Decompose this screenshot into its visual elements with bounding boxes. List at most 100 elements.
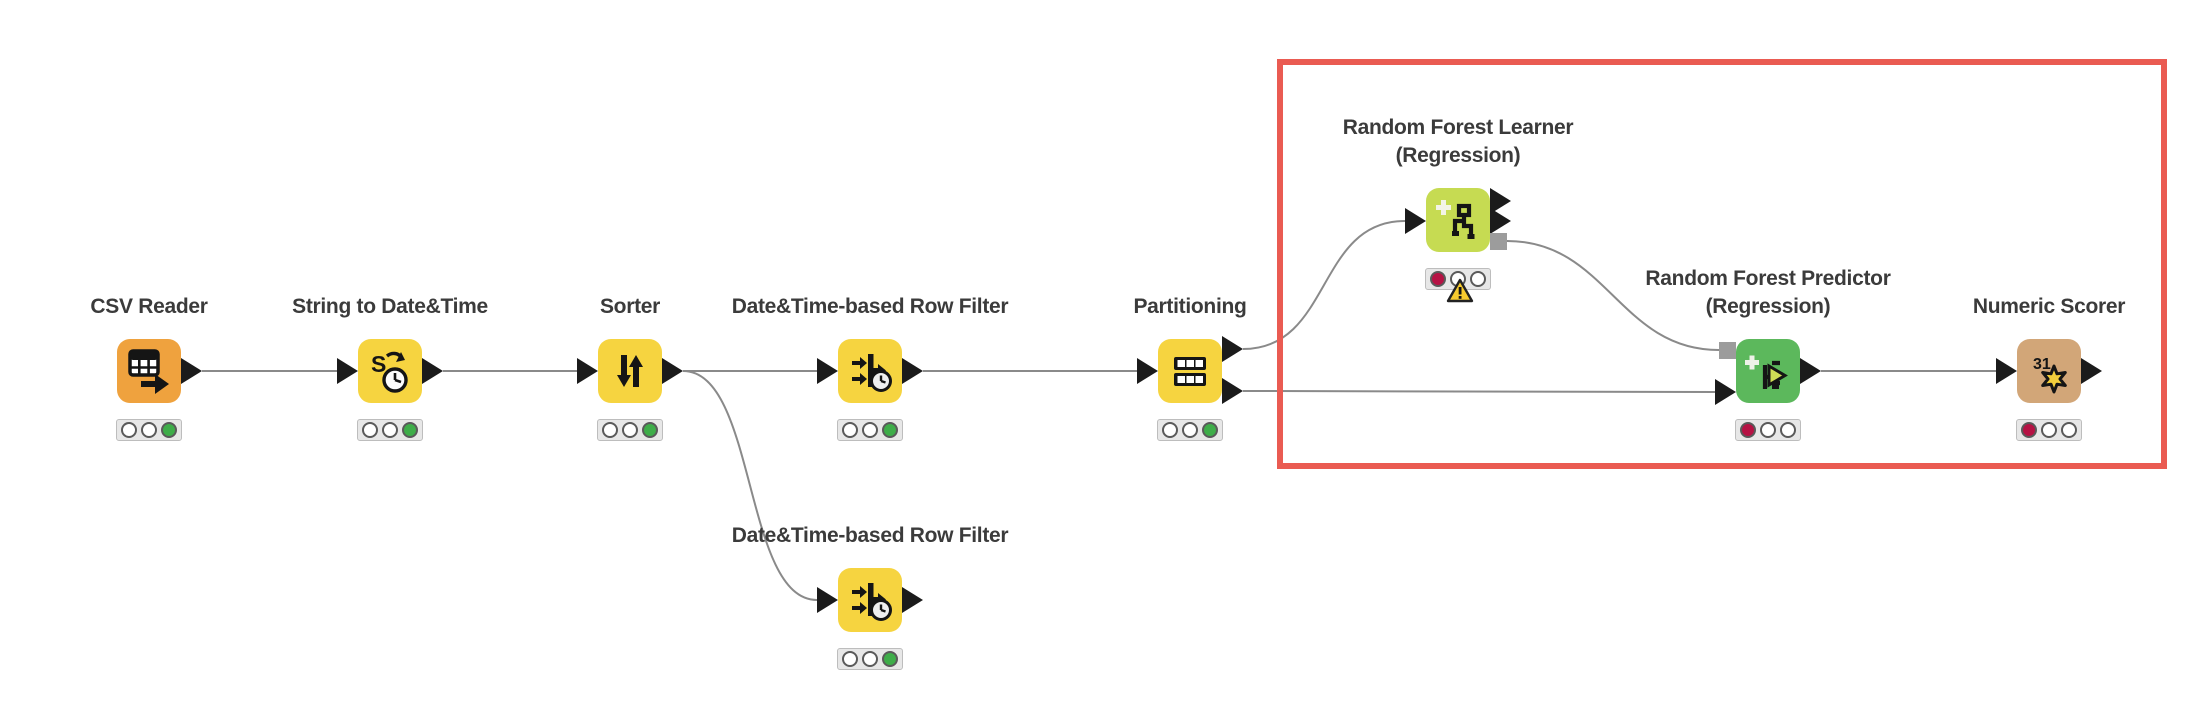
- output-port-0[interactable]: [902, 358, 923, 384]
- input-model-port-0[interactable]: [1719, 341, 1736, 359]
- partitioning-icon: [1174, 357, 1206, 386]
- string-to-datetime-icon: S: [371, 351, 408, 393]
- output-port-0[interactable]: [181, 358, 202, 384]
- connection-wire[interactable]: [1242, 220, 1406, 350]
- status-light-green: [1202, 422, 1218, 438]
- node-label: Partitioning: [1133, 295, 1247, 318]
- status-light-off: [1162, 422, 1178, 438]
- node-random-forest-learner[interactable]: [1426, 188, 1490, 252]
- connection-wire[interactable]: [1506, 240, 1720, 351]
- data-port-triangle-icon: [1490, 188, 1511, 214]
- output-port-0[interactable]: [2081, 358, 2102, 384]
- input-port-0[interactable]: [1405, 208, 1426, 234]
- output-port-0[interactable]: [1222, 336, 1243, 362]
- data-port-triangle-icon: [1490, 208, 1511, 234]
- status-light-green: [642, 422, 658, 438]
- data-port-triangle-icon: [662, 358, 683, 384]
- status-light-off: [121, 422, 137, 438]
- data-port-triangle-icon: [337, 358, 358, 384]
- input-port-0[interactable]: [577, 358, 598, 384]
- node-csv-reader[interactable]: [117, 339, 181, 403]
- output-port-1[interactable]: [1490, 208, 1511, 234]
- output-port-0[interactable]: [422, 358, 443, 384]
- row-filter-icon: [852, 354, 892, 392]
- input-port-0[interactable]: [337, 358, 358, 384]
- node-status-traffic-light: [2016, 419, 2082, 441]
- random-forest-learner-icon: [1436, 200, 1475, 239]
- output-model-port-2[interactable]: [1490, 232, 1507, 250]
- workflow-annotation-box[interactable]: [1277, 59, 2167, 469]
- node-numeric-scorer[interactable]: 31: [2017, 339, 2081, 403]
- status-light-off: [1182, 422, 1198, 438]
- node-date-time-row-filter-2[interactable]: [838, 568, 902, 632]
- data-port-triangle-icon: [577, 358, 598, 384]
- node-date-time-row-filter-1[interactable]: [838, 339, 902, 403]
- status-light-red: [2021, 422, 2037, 438]
- data-port-triangle-icon: [181, 358, 202, 384]
- svg-text:S: S: [371, 351, 386, 377]
- status-light-off: [2061, 422, 2077, 438]
- data-port-triangle-icon: [1222, 378, 1243, 404]
- status-light-off: [622, 422, 638, 438]
- status-light-green: [882, 422, 898, 438]
- data-port-triangle-icon: [422, 358, 443, 384]
- svg-text:31: 31: [2033, 356, 2051, 373]
- input-port-1[interactable]: [1715, 379, 1736, 405]
- node-label: CSV Reader: [90, 295, 208, 318]
- data-port-triangle-icon: [1800, 358, 1821, 384]
- node-sorter[interactable]: [598, 339, 662, 403]
- data-port-triangle-icon: [817, 358, 838, 384]
- status-light-off: [842, 422, 858, 438]
- status-light-off: [362, 422, 378, 438]
- output-port-0[interactable]: [1490, 188, 1511, 214]
- status-light-off: [1780, 422, 1796, 438]
- input-port-0[interactable]: [1996, 358, 2017, 384]
- input-port-0[interactable]: [817, 358, 838, 384]
- node-status-traffic-light: [1157, 419, 1223, 441]
- random-forest-predictor-icon: [1745, 355, 1788, 389]
- data-port-triangle-icon: [902, 587, 923, 613]
- status-light-off: [602, 422, 618, 438]
- status-light-off: [842, 651, 858, 667]
- row-filter-icon: [852, 583, 892, 621]
- output-port-0[interactable]: [662, 358, 683, 384]
- data-port-triangle-icon: [902, 358, 923, 384]
- connection-wire[interactable]: [682, 370, 818, 601]
- status-light-green: [882, 651, 898, 667]
- node-status-traffic-light: [837, 419, 903, 441]
- output-port-1[interactable]: [1222, 378, 1243, 404]
- node-status-traffic-light: [1425, 268, 1491, 290]
- csv-reader-icon: [128, 349, 169, 394]
- status-light-red: [1740, 422, 1756, 438]
- sorter-icon: [617, 355, 643, 387]
- node-label: Random Forest Learner (Regression): [1342, 116, 1574, 167]
- status-light-off: [1470, 271, 1486, 287]
- node-random-forest-predictor[interactable]: [1736, 339, 1800, 403]
- status-light-off: [1760, 422, 1776, 438]
- data-port-triangle-icon: [1222, 336, 1243, 362]
- node-label: Numeric Scorer: [1972, 295, 2126, 318]
- node-status-traffic-light: [357, 419, 423, 441]
- node-label: String to Date&Time: [292, 295, 488, 318]
- status-light-off: [2041, 422, 2057, 438]
- data-port-triangle-icon: [1715, 379, 1736, 405]
- connection-wire[interactable]: [1242, 390, 1716, 393]
- status-light-green: [402, 422, 418, 438]
- data-port-triangle-icon: [1996, 358, 2017, 384]
- numeric-scorer-icon: 31: [2033, 356, 2067, 394]
- status-light-green: [161, 422, 177, 438]
- node-status-traffic-light: [597, 419, 663, 441]
- output-port-0[interactable]: [1800, 358, 1821, 384]
- input-port-0[interactable]: [1137, 358, 1158, 384]
- status-light-off: [382, 422, 398, 438]
- node-string-to-datetime[interactable]: S: [358, 339, 422, 403]
- node-label: Date&Time-based Row Filter: [731, 295, 1009, 318]
- input-port-0[interactable]: [817, 587, 838, 613]
- status-light-off: [862, 651, 878, 667]
- status-light-red: [1430, 271, 1446, 287]
- data-port-triangle-icon: [817, 587, 838, 613]
- node-partitioning[interactable]: [1158, 339, 1222, 403]
- warning-icon: [1446, 278, 1474, 303]
- output-port-0[interactable]: [902, 587, 923, 613]
